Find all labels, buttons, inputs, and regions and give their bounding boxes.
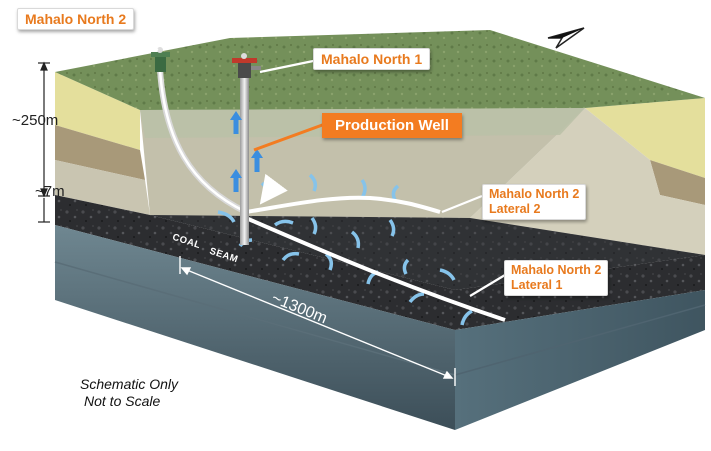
stratum-sand-left [55, 72, 140, 150]
note-line2: Not to Scale [84, 393, 161, 409]
leader-mahalo-north-2 [119, 31, 159, 51]
stratum-grey-left [55, 160, 150, 215]
flow-arrow-icon [460, 309, 473, 326]
leader-lateral-2 [441, 194, 483, 214]
label-lateral-2-line1: Mahalo North 2 [489, 187, 580, 201]
leader-mahalo-north-1 [259, 58, 319, 74]
flow-arrow-icon [402, 258, 410, 275]
seam-thickness-dimension [38, 198, 50, 223]
stratum-lower-front [55, 225, 455, 430]
flow-arrow-icon [350, 230, 361, 249]
lateral-1-wellbore [245, 216, 506, 322]
up-arrow-icon [230, 111, 242, 134]
lateral-length-dimension [179, 256, 456, 386]
flow-arrow-icon [439, 268, 456, 281]
production-well-casing [240, 75, 249, 245]
north-arrow-icon [547, 27, 585, 49]
schematic-note: Schematic Only Not to Scale [80, 376, 178, 410]
stratum-divider [54, 261, 456, 376]
up-arrow-icon [230, 169, 242, 192]
label-lateral-2: Mahalo North 2 Lateral 2 [482, 184, 587, 220]
label-mahalo-north-2: Mahalo North 2 [17, 8, 135, 30]
label-lateral-2-line2: Lateral 2 [489, 202, 541, 216]
flow-arrow-icon [388, 218, 396, 237]
label-lateral-1-line2: Lateral 1 [511, 278, 563, 292]
label-lateral-1-line1: Mahalo North 2 [511, 263, 602, 277]
stratum-tan-left [55, 125, 145, 180]
flow-arrow-icon [259, 173, 288, 205]
wellhead-icon [151, 47, 170, 72]
depth-dimension [38, 61, 50, 198]
leader-lateral-1 [469, 274, 506, 297]
lateral-2-wellbore [245, 195, 441, 214]
label-production-well: Production Well [322, 113, 462, 138]
flow-arrow-icon [281, 251, 300, 262]
flow-arrow-icon [217, 210, 236, 223]
up-arrow-icon [251, 149, 263, 172]
label-lateral-1: Mahalo North 2 Lateral 1 [504, 260, 609, 296]
label-depth: ~250m [12, 112, 59, 129]
flow-arrow-icon [308, 173, 318, 192]
flow-arrow-icon [324, 252, 334, 271]
note-line1: Schematic Only [80, 376, 179, 392]
stratum-tan-right [650, 160, 705, 205]
leader-production-well [253, 122, 326, 152]
gas-flow-arrows [217, 173, 473, 326]
stratum-coal-front [55, 195, 705, 330]
flow-arrow-icon [273, 219, 294, 227]
flow-arrow-icon [310, 216, 318, 235]
stratum-sand-right [585, 98, 705, 178]
label-mahalo-north-1: Mahalo North 1 [313, 48, 431, 70]
stratum-lower-right [455, 290, 705, 430]
stratum-divider [454, 304, 706, 376]
wellhead-icon [232, 53, 261, 78]
flow-arrow-icon [408, 292, 425, 304]
label-seam-thickness: ~7m [35, 183, 65, 200]
gas-rise-arrows [230, 111, 263, 192]
ground-surface [55, 30, 705, 110]
